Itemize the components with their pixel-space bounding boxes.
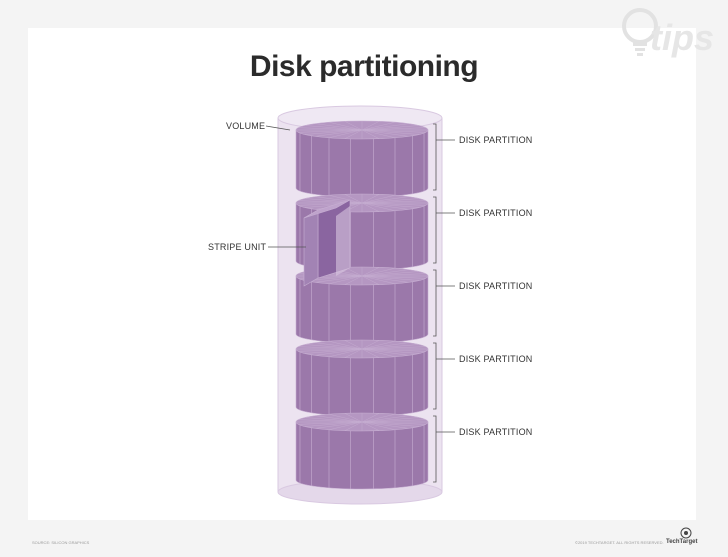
disk-partition-label-4: DISK PARTITION <box>459 354 533 364</box>
disk-partition-label-1: DISK PARTITION <box>459 135 533 145</box>
volume-label: VOLUME <box>226 121 266 131</box>
partition-bracket-4 <box>433 342 437 410</box>
techtarget-brand: TechTarget <box>666 539 698 545</box>
disk-partition-5 <box>295 412 429 490</box>
diagram-title: Disk partitioning <box>249 50 479 83</box>
tips-watermark-logo: tips <box>622 8 714 58</box>
copyright-text: ©2019 TECHTARGET. ALL RIGHTS RESERVED. <box>575 540 664 545</box>
disk-partition-label-3: DISK PARTITION <box>459 281 533 291</box>
disk-stack <box>295 120 429 490</box>
disk-partition-label-2: DISK PARTITION <box>459 208 533 218</box>
volume-leader-line <box>265 125 291 131</box>
partition-bracket-5 <box>433 415 437 483</box>
disk-partition-label-5: DISK PARTITION <box>459 427 533 437</box>
partition-brackets <box>433 123 455 483</box>
techtarget-logo <box>680 527 692 539</box>
leader-lines <box>265 125 306 248</box>
partition-bracket-2 <box>433 196 437 264</box>
partition-bracket-1 <box>433 123 437 191</box>
stripe-unit-block <box>303 199 351 287</box>
tips-watermark-text: tips <box>650 17 714 58</box>
disk-partition-1 <box>295 120 429 198</box>
stripe-unit-label: STRIPE UNIT <box>208 242 267 252</box>
disk-partition-4 <box>295 339 429 417</box>
source-credit: SOURCE: SILICON GRAPHICS <box>32 540 90 545</box>
partition-bracket-3 <box>433 269 437 337</box>
